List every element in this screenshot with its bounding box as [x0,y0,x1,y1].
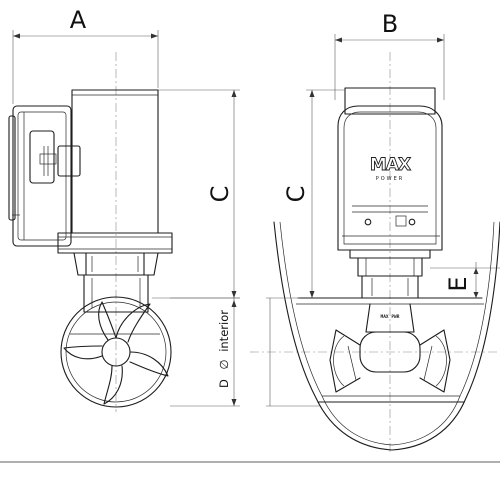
hull-section [273,221,500,451]
label-d: D [217,379,231,388]
svg-text:D ∅ interi: D ∅ interior [217,310,231,388]
dimension-d-interior: D ∅ interior [170,297,240,407]
motor-cover: MAX POWER [337,87,443,251]
label-interior: interior [217,310,231,352]
dimension-b: B [334,10,445,100]
power-logo: POWER [376,176,405,182]
label-a: A [70,6,87,34]
side-view: A C D ∅ interior [8,6,240,412]
dimension-c-left: C [152,89,240,299]
dimension-e: E [430,262,500,298]
nameplate: MAX PWR [381,314,400,320]
front-view: MAX POWER MAX PWR B [250,10,500,452]
max-logo: MAX [370,155,411,175]
label-e: E [444,276,472,291]
label-b: B [382,10,398,38]
label-c-left: C [206,186,234,203]
label-c-right: C [282,186,310,203]
gear-leg: MAX PWR [329,303,451,393]
diameter-symbol: ∅ [217,359,231,369]
propeller-side [60,296,172,408]
dimension-c-right: C [282,89,345,298]
dimension-a: A [12,6,159,104]
control-box [8,105,81,247]
